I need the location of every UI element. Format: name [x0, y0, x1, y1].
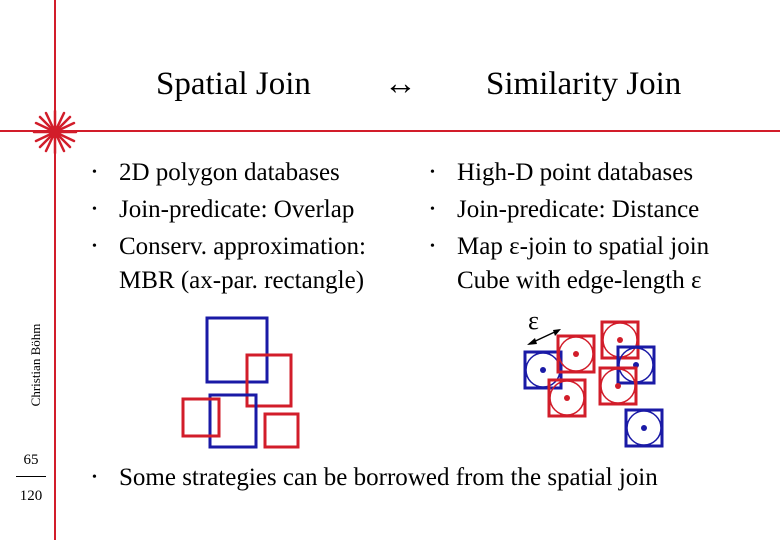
page-number-total: 120	[19, 488, 43, 504]
bullet-dot: •	[92, 202, 97, 217]
bullet-item: • Map ε-join to spatial join Cube with e…	[430, 228, 777, 297]
mbr-rect-blue	[205, 316, 269, 384]
spatial-join-bullets: • 2D polygon databases • Join-predicate:…	[92, 154, 419, 297]
bullet-item: • 2D polygon databases	[92, 154, 419, 191]
page-number-divider	[16, 476, 46, 477]
bullet-dot: •	[92, 470, 97, 485]
title-spatial-join: Spatial Join	[156, 66, 311, 102]
bullet-text: Join-predicate: Distance	[457, 196, 700, 223]
bullet-dot: •	[92, 165, 97, 180]
bullet-dot: •	[430, 202, 435, 217]
mbr-rect-red	[263, 412, 300, 449]
bullet-continuation: MBR (ax-par. rectangle)	[119, 267, 365, 294]
bullet-text: Map ε-join to spatial join	[457, 233, 710, 260]
bullet-text: Conserv. approximation:	[119, 233, 366, 260]
vertical-accent-line	[54, 0, 56, 540]
bullet-item: • Conserv. approximation: MBR (ax-par. r…	[92, 228, 419, 297]
epsilon-cube-blue	[523, 350, 563, 390]
bullet-item: • Join-predicate: Distance	[430, 191, 777, 228]
bottom-bullets: • Some strategies can be borrowed from t…	[92, 459, 759, 496]
star-icon	[32, 109, 78, 155]
bullet-item: • Some strategies can be borrowed from t…	[92, 459, 759, 496]
epsilon-cube-red	[598, 366, 638, 406]
epsilon-label: ε	[528, 306, 539, 335]
bullet-text: Join-predicate: Overlap	[119, 196, 355, 223]
title-similarity-join: Similarity Join	[486, 66, 682, 102]
mbr-rect-red	[181, 397, 221, 438]
bullet-item: • High-D point databases	[430, 154, 777, 191]
mbr-rect-red	[245, 353, 293, 408]
bullet-dot: •	[430, 239, 435, 254]
horizontal-accent-line	[0, 130, 780, 132]
author-name: Christian Böhm	[28, 323, 43, 407]
epsilon-cube-red	[600, 320, 640, 360]
mbr-rect-blue	[208, 393, 258, 449]
bullet-item: • Join-predicate: Overlap	[92, 191, 419, 228]
bullet-text: Some strategies can be borrowed from the…	[119, 464, 658, 491]
double-arrow-icon: ↔	[384, 66, 417, 102]
epsilon-cube-red	[556, 334, 596, 374]
bullet-continuation: Cube with edge-length ε	[457, 267, 702, 294]
epsilon-cube-red	[547, 378, 587, 418]
bullet-dot: •	[430, 165, 435, 180]
similarity-join-bullets: • High-D point databases • Join-predicat…	[430, 154, 777, 297]
bullet-text: High-D point databases	[457, 159, 694, 186]
epsilon-arrow-icon	[527, 329, 561, 345]
epsilon-cube-blue	[624, 408, 664, 448]
bullet-text: 2D polygon databases	[119, 159, 340, 186]
page-number-current: 65	[23, 452, 39, 468]
bullet-dot: •	[92, 239, 97, 254]
